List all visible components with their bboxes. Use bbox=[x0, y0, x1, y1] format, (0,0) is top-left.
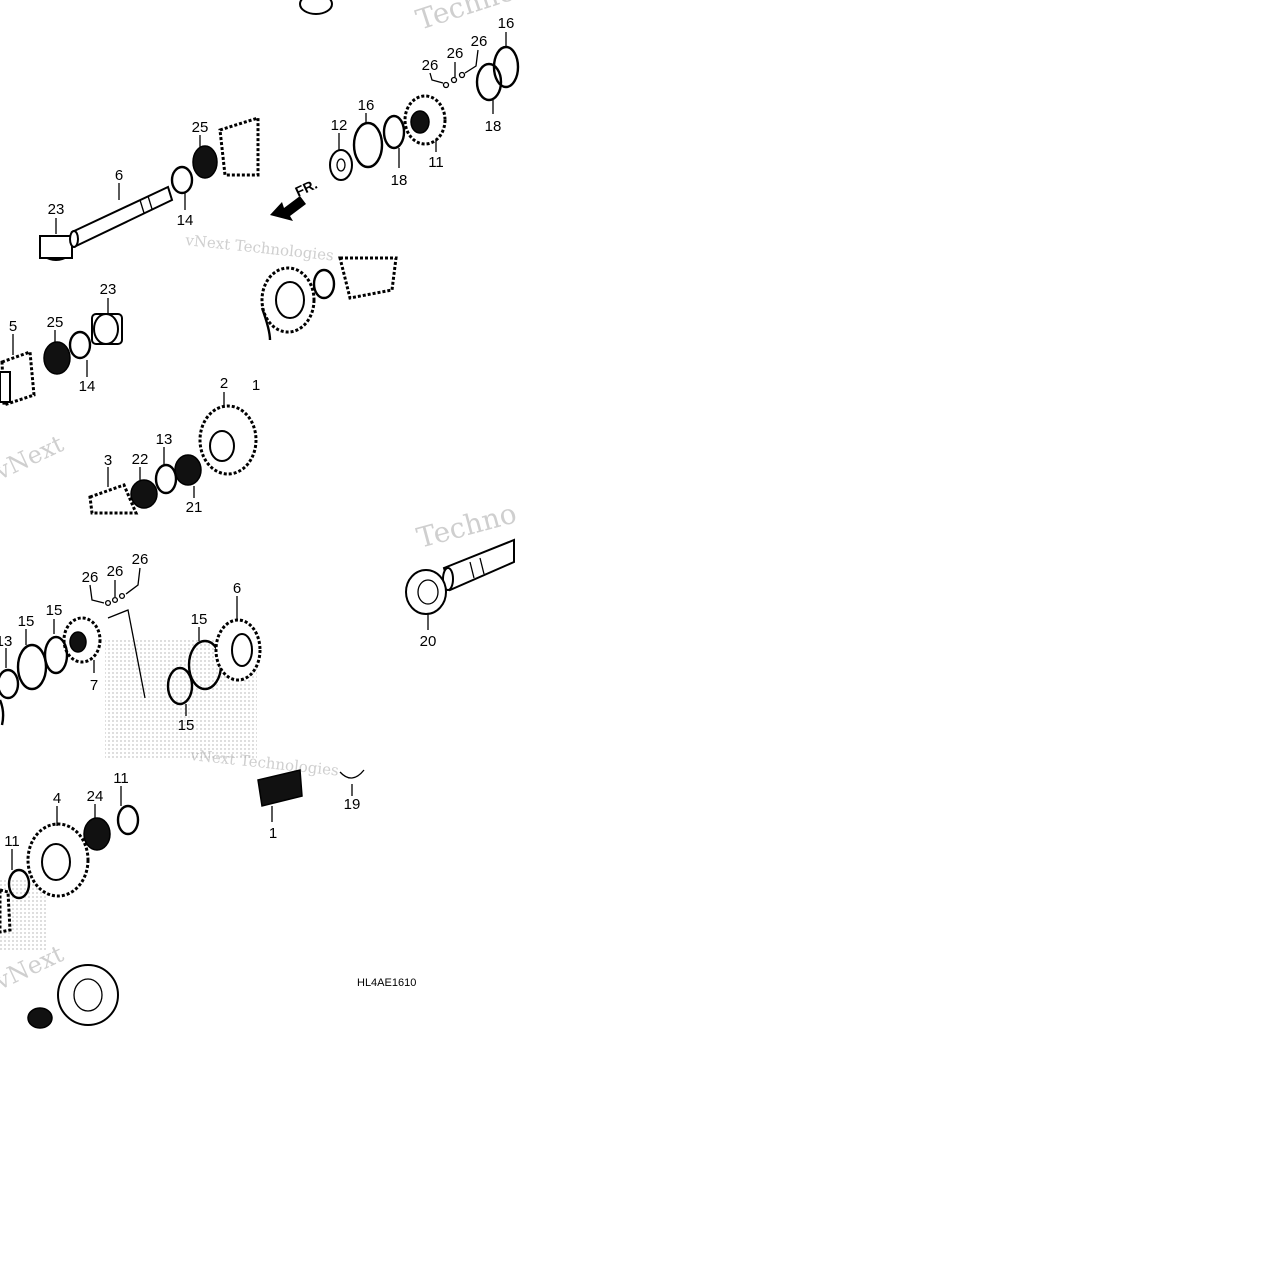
callout-12: 13 bbox=[156, 431, 173, 448]
ring-17 bbox=[166, 666, 194, 706]
callout-26: 26 bbox=[422, 57, 439, 74]
callout-23: 23 bbox=[48, 201, 65, 218]
callout-17: 15 bbox=[46, 602, 63, 619]
ring-partial bbox=[0, 699, 5, 726]
callout-3: 3 bbox=[104, 452, 112, 469]
needle-bearing-24 bbox=[83, 817, 111, 851]
callout-25: 25 bbox=[47, 314, 64, 331]
callout-21: 21 bbox=[186, 499, 203, 516]
washer-11 bbox=[7, 868, 31, 900]
callout-7: 6 bbox=[233, 580, 241, 597]
callout-5: 5 bbox=[9, 318, 17, 335]
panel-top-right: 26 26 26 16 18 11 18 16 12 FR. bbox=[270, 0, 520, 221]
watermark-text: vNext bbox=[0, 430, 68, 486]
ring-18 bbox=[475, 62, 503, 102]
callout-22: 22 bbox=[132, 451, 149, 468]
washer bbox=[312, 268, 336, 300]
ring-15 bbox=[16, 643, 48, 691]
callout-15: 15 bbox=[18, 613, 35, 630]
callout-6: 6 bbox=[115, 167, 123, 184]
shaft-5 bbox=[0, 371, 11, 403]
needle-bearing-21 bbox=[174, 454, 202, 486]
shaft-6 bbox=[70, 185, 174, 248]
callout-12: 13 bbox=[0, 633, 12, 650]
washer-13 bbox=[329, 149, 353, 181]
callout-26: 26 bbox=[471, 33, 488, 50]
ring-16-lower bbox=[352, 121, 384, 169]
callout-14: 14 bbox=[79, 378, 96, 395]
washer-11 bbox=[116, 804, 140, 836]
panel-middle-left: 5 25 14 23 2 1 21 13 22 3 bbox=[0, 281, 260, 516]
needle-bearing-22 bbox=[130, 479, 158, 509]
callout-16: 16 bbox=[498, 15, 515, 32]
washer-12 bbox=[0, 668, 20, 700]
callout-11: 11 bbox=[113, 770, 129, 787]
callout-17: 15 bbox=[178, 717, 195, 734]
ring-17 bbox=[43, 635, 69, 675]
bearing-top bbox=[299, 0, 333, 15]
watermark-text: vNext Technologies bbox=[184, 231, 335, 265]
shaft-end bbox=[27, 1007, 53, 1029]
callout-24: 24 bbox=[87, 788, 104, 805]
gear-partial bbox=[0, 888, 12, 934]
diagram-code: HL4AE1610 bbox=[357, 977, 417, 989]
gear-partial bbox=[338, 256, 398, 300]
callout-18: 18 bbox=[485, 118, 502, 135]
gear-10-bore bbox=[410, 110, 430, 134]
panel-shaft-20: 20 bbox=[405, 538, 515, 650]
callout-16: 16 bbox=[358, 97, 375, 114]
washer-14 bbox=[170, 165, 194, 195]
callout-20: 20 bbox=[420, 633, 437, 650]
callout-10: 11 bbox=[428, 154, 444, 171]
callout-18: 18 bbox=[391, 172, 408, 189]
bearing-bottom bbox=[57, 964, 119, 1026]
bearing-23-body bbox=[39, 235, 73, 259]
washer-14 bbox=[68, 330, 92, 360]
callout-15: 15 bbox=[191, 611, 208, 628]
callout-23: 23 bbox=[100, 281, 117, 298]
ring-19 bbox=[339, 769, 365, 779]
needle-bearing-25 bbox=[43, 341, 71, 375]
ring-16 bbox=[492, 45, 520, 89]
direction-label: FR. bbox=[293, 176, 320, 200]
callout-26: 26 bbox=[107, 563, 124, 580]
callout-13: 12 bbox=[331, 117, 348, 134]
shaft-1 bbox=[257, 769, 303, 807]
ring-partial bbox=[260, 307, 272, 341]
panel-top-left: 6 14 25 23 bbox=[39, 115, 260, 261]
callout-25: 25 bbox=[192, 119, 209, 136]
callout-8: 7 bbox=[90, 677, 98, 694]
front-arrow-icon bbox=[270, 196, 306, 221]
shaft bbox=[442, 538, 515, 592]
callout-14: 14 bbox=[177, 212, 194, 229]
callout-1: 1 bbox=[269, 825, 277, 842]
callout-26: 26 bbox=[447, 45, 464, 62]
callout-4: 4 bbox=[53, 790, 61, 807]
callout-26: 26 bbox=[132, 551, 149, 568]
gear-partial bbox=[218, 115, 260, 177]
panel-middle-right bbox=[260, 256, 398, 341]
callout-2: 2 bbox=[220, 375, 228, 392]
callout-19: 19 bbox=[344, 796, 361, 813]
panel-lower-left: 26 26 26 7 15 15 13 15 15 6 bbox=[0, 551, 262, 734]
needle-bearing-25 bbox=[192, 145, 218, 179]
bearing-20 bbox=[405, 569, 447, 615]
callout-1: 1 bbox=[252, 377, 260, 394]
washer-12 bbox=[154, 463, 178, 495]
callout-26: 26 bbox=[82, 569, 99, 586]
callout-11: 11 bbox=[4, 833, 20, 850]
shaft-6-end bbox=[69, 230, 79, 248]
panel-bottom-left: 4 24 11 11 bbox=[0, 770, 140, 1029]
ring-18-lower bbox=[382, 114, 406, 150]
panel-shaft-1: 1 19 bbox=[257, 769, 365, 842]
gear-3 bbox=[88, 483, 139, 515]
